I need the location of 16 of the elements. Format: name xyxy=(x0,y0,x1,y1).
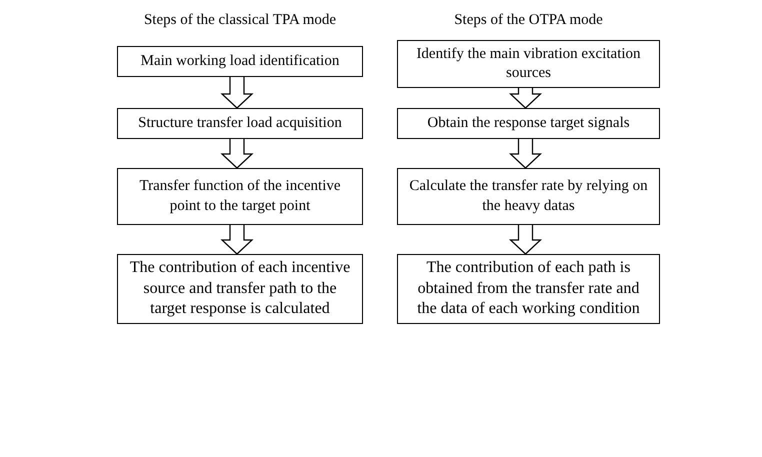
hollow-arrow xyxy=(508,138,542,169)
process-box: Obtain the response target signals xyxy=(397,108,660,139)
process-box: Transfer function of the incentive point to the target point xyxy=(117,168,363,225)
hollow-arrow xyxy=(508,87,542,109)
process-box: Main working load identification xyxy=(117,46,363,77)
hollow-arrow xyxy=(220,224,254,255)
column-heading: Steps of the classical TPA mode xyxy=(144,12,336,28)
process-box: The contribution of each path is obtained from the transfer rate and the data of each working condition xyxy=(397,254,660,324)
column-heading: Steps of the OTPA mode xyxy=(454,12,603,28)
hollow-arrow xyxy=(220,76,254,109)
hollow-arrow xyxy=(220,138,254,169)
process-box: Calculate the transfer rate by relying on the heavy datas xyxy=(397,168,660,225)
hollow-arrow xyxy=(508,224,542,255)
process-box: The contribution of each incentive source and transfer path to the target response is calculated xyxy=(117,254,363,324)
process-box: Structure transfer load acquisition xyxy=(117,108,363,139)
process-box: Identify the main vibration excitation sources xyxy=(397,40,660,88)
